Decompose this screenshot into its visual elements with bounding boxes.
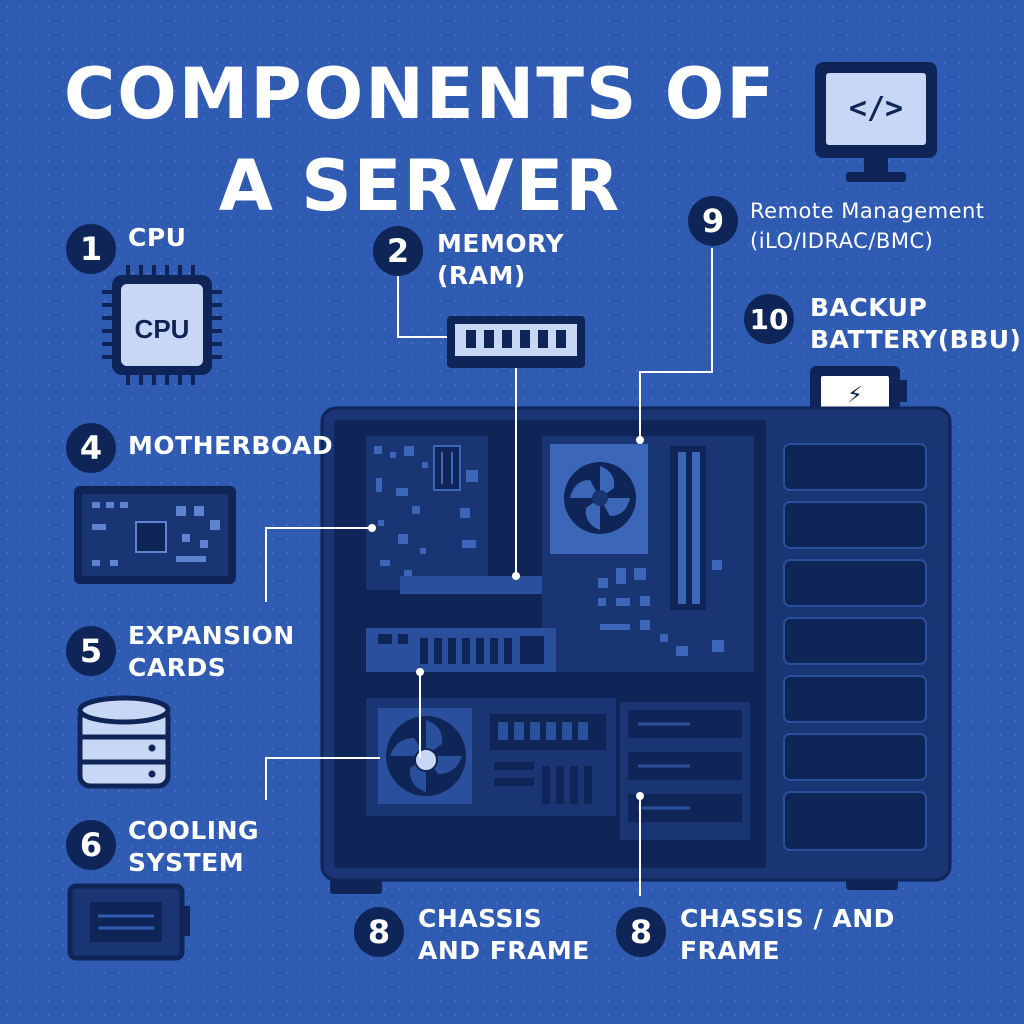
- label-cpu-line-1: CPU: [128, 223, 187, 252]
- label-chassis-left-line-1: CHASSIS: [418, 904, 543, 933]
- label-cooling-system: COOLING SYSTEM: [128, 815, 259, 879]
- monitor-code-icon: </>: [815, 62, 937, 182]
- label-chassis-right: CHASSIS / AND FRAME: [680, 903, 895, 967]
- cpu-chip-text: CPU: [135, 314, 190, 344]
- ram-stick-icon: [447, 316, 585, 368]
- label-chassis-right-line-1: CHASSIS / AND: [680, 904, 895, 933]
- badge-expansion-cards: 5: [66, 626, 116, 676]
- label-expansion-cards-line-2: CARDS: [128, 653, 227, 682]
- label-expansion-cards: EXPANSION CARDS: [128, 620, 295, 684]
- badge-memory: 2: [373, 226, 423, 276]
- label-cooling-system-line-1: COOLING: [128, 816, 260, 845]
- badge-cpu: 1: [66, 224, 116, 274]
- label-memory-line-1: MEMORY: [437, 229, 565, 258]
- label-expansion-cards-line-1: EXPANSION: [128, 621, 295, 650]
- badge-chassis-left: 8: [354, 907, 404, 957]
- label-backup-battery: BACKUP BATTERY(BBU): [810, 292, 1021, 356]
- label-remote-management: Remote Management (iLO/IDRAC/BMC): [750, 196, 985, 256]
- code-glyph: </>: [849, 91, 903, 126]
- motherboard-icon: [74, 486, 236, 584]
- label-memory: MEMORY (RAM): [437, 228, 564, 292]
- connector-lines: [265, 248, 713, 896]
- label-motherboard-line-1: MOTHERBOAD: [128, 431, 334, 460]
- badge-remote-management: 9: [688, 196, 738, 246]
- cpu-chip-icon: CPU: [102, 265, 222, 385]
- label-chassis-right-line-2: FRAME: [680, 936, 781, 965]
- power-supply-icon: [67, 883, 190, 961]
- page-title: COMPONENTS OF A SERVER: [0, 48, 840, 232]
- title-line-2: A SERVER: [218, 145, 622, 227]
- label-backup-battery-line-2: BATTERY(BBU): [810, 325, 1022, 354]
- label-cooling-system-line-2: SYSTEM: [128, 848, 245, 877]
- label-remote-management-line-2: (iLO/IDRAC/BMC): [750, 229, 934, 253]
- label-motherboard: MOTHERBOAD: [128, 430, 333, 462]
- server-chassis: [320, 406, 952, 894]
- label-chassis-left-line-2: AND FRAME: [418, 936, 590, 965]
- label-chassis-left: CHASSIS AND FRAME: [418, 903, 590, 967]
- badge-motherboard: 4: [66, 423, 116, 473]
- badge-backup-battery: 10: [744, 294, 794, 344]
- connector-dots: [368, 436, 644, 800]
- label-cpu: CPU: [128, 222, 186, 254]
- title-line-1: COMPONENTS OF: [63, 53, 777, 135]
- battery-icon: ⚡: [810, 366, 907, 416]
- label-memory-line-2: (RAM): [437, 261, 526, 290]
- badge-chassis-right: 8: [616, 907, 666, 957]
- label-backup-battery-line-1: BACKUP: [810, 293, 928, 322]
- badge-cooling-system: 6: [66, 820, 116, 870]
- label-remote-management-line-1: Remote Management: [750, 199, 985, 223]
- battery-bolt-glyph: ⚡: [847, 383, 862, 408]
- database-icon: [77, 695, 171, 789]
